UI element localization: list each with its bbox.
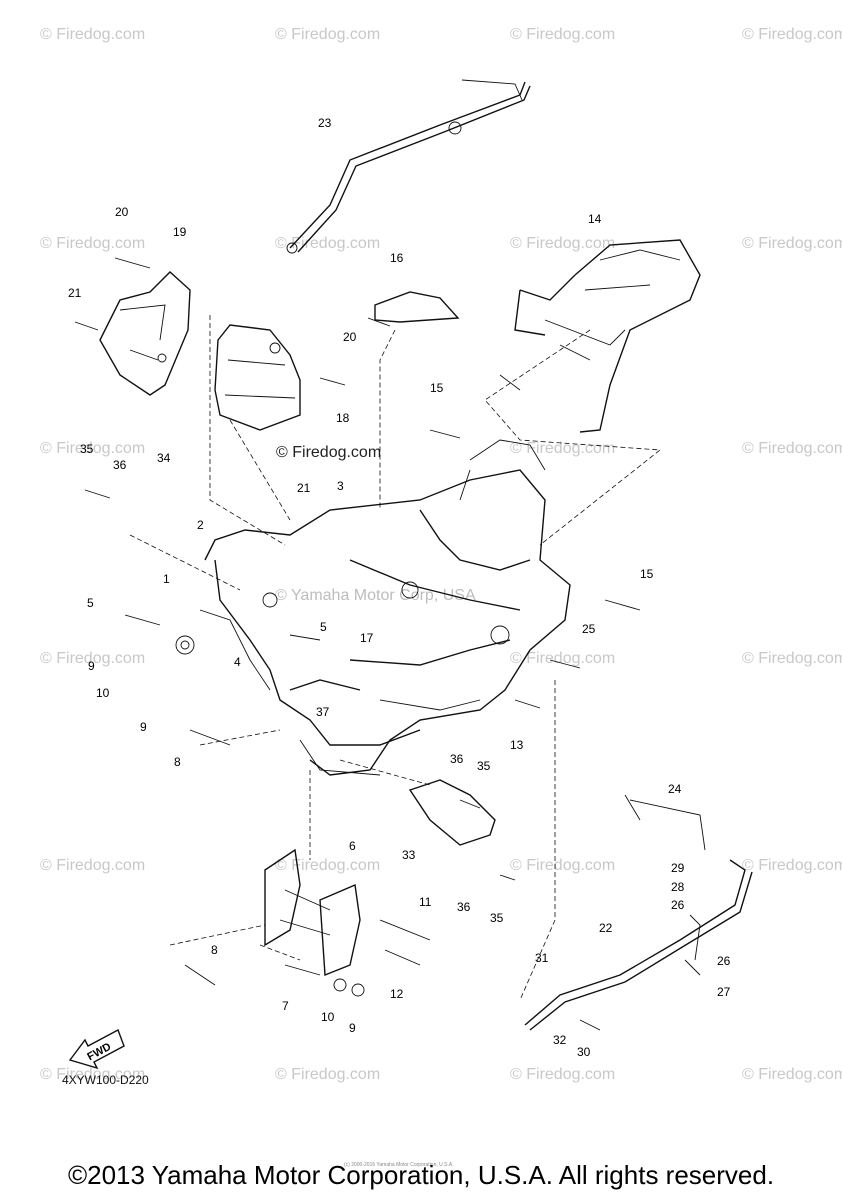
part-33-bracket (408, 779, 496, 846)
callout-9: 9 (88, 659, 95, 673)
callout-22: 22 (599, 921, 613, 935)
callout-13: 13 (510, 738, 524, 752)
callout-5: 5 (87, 596, 94, 610)
callout-11: 11 (419, 895, 432, 909)
callout-25: 25 (582, 622, 596, 636)
watermark: © Firedog.com (510, 235, 616, 252)
callout-31: 31 (535, 951, 549, 965)
watermark: © Firedog.com (510, 26, 616, 43)
watermark: © Firedog.com (40, 1066, 146, 1083)
watermark: © Firedog.com (275, 26, 381, 43)
callout-5b: 5 (320, 620, 327, 634)
callout-23: 23 (318, 116, 332, 130)
tiny-copyright-note: (c) 2000-2015 Yamaha Motor Corporation, … (344, 1162, 454, 1168)
copyright-footer: ©2013 Yamaha Motor Corporation, U.S.A. A… (67, 1160, 775, 1190)
callout-2: 2 (197, 518, 204, 532)
watermark: © Firedog.com (510, 1066, 616, 1083)
watermark: © Firedog.com (510, 440, 616, 457)
part-23-rail (286, 79, 531, 254)
callout-35b: 35 (477, 759, 491, 773)
callout-28: 28 (671, 880, 685, 894)
callout-7: 7 (282, 999, 289, 1013)
callout-19: 19 (173, 225, 187, 239)
watermark: © Firedog.com (742, 1066, 842, 1083)
callout-21: 21 (68, 286, 82, 300)
watermark: © Firedog.com (275, 857, 381, 874)
callout-34: 34 (157, 451, 171, 465)
callout-15b: 15 (640, 567, 654, 581)
callout-21b: 21 (297, 481, 311, 495)
part-18-side-cover (214, 324, 301, 431)
main-frame (175, 439, 571, 776)
callout-20: 20 (115, 205, 129, 219)
watermark: © Firedog.com (510, 650, 616, 667)
callout-26: 26 (671, 898, 685, 912)
watermark: © Firedog.com (510, 857, 616, 874)
callout-4: 4 (234, 655, 241, 669)
watermark: © Firedog.com (40, 26, 146, 43)
callout-35c: 35 (490, 911, 504, 925)
watermark: © Firedog.com (275, 1066, 381, 1083)
part-6-bracket (264, 848, 365, 997)
watermark: © Firedog.com (742, 650, 842, 667)
callout-36c: 36 (457, 900, 471, 914)
callout-36: 36 (113, 458, 127, 472)
watermark: © Firedog.com (40, 857, 146, 874)
callout-8b: 8 (211, 943, 218, 957)
callout-27: 27 (717, 985, 731, 999)
callout-26b: 26 (717, 954, 731, 968)
callout-1: 1 (163, 572, 170, 586)
callout-18: 18 (336, 411, 350, 425)
callout-10: 10 (96, 686, 110, 700)
callout-9c: 9 (349, 1021, 356, 1035)
callout-17: 17 (360, 631, 374, 645)
part-19-side-cover (99, 271, 191, 396)
bolts (74, 257, 641, 1031)
watermark-yamaha: © Yamaha Motor Corp, USA (275, 587, 476, 604)
part-14-fender-stay (499, 239, 701, 433)
assembly-lines (129, 315, 662, 1001)
callout-30: 30 (577, 1045, 591, 1059)
part-16-bracket (367, 291, 460, 327)
callout-37: 37 (316, 705, 330, 719)
callout-35: 35 (80, 442, 94, 456)
callout-16: 16 (390, 251, 404, 265)
watermark: © Firedog.com (40, 440, 146, 457)
fwd-arrow-icon (68, 1029, 125, 1070)
watermark: © Firedog.com (742, 235, 842, 252)
callout-14: 14 (588, 212, 602, 226)
part-22-stay (524, 794, 753, 1031)
callout-20b: 20 (343, 330, 357, 344)
callout-32: 32 (553, 1033, 567, 1047)
callout-29: 29 (671, 861, 685, 875)
watermark: © Firedog.com (742, 26, 842, 43)
watermark: © Firedog.com (742, 857, 842, 874)
callout-8: 8 (174, 755, 181, 769)
callout-15: 15 (430, 381, 444, 395)
watermark: © Firedog.com (40, 235, 146, 252)
callout-10b: 10 (321, 1010, 335, 1024)
callout-24: 24 (668, 782, 682, 796)
callout-6: 6 (349, 839, 356, 853)
callout-9b: 9 (140, 720, 147, 734)
diagram-code: 4XYW100-D220 (62, 1073, 149, 1087)
callout-33: 33 (402, 848, 416, 862)
watermark: © Firedog.com (742, 440, 842, 457)
watermark-center: © Firedog.com (276, 444, 382, 461)
callout-36b: 36 (450, 752, 464, 766)
watermark: © Firedog.com (40, 650, 146, 667)
callout-12: 12 (390, 987, 404, 1001)
callout-3: 3 (337, 479, 344, 493)
